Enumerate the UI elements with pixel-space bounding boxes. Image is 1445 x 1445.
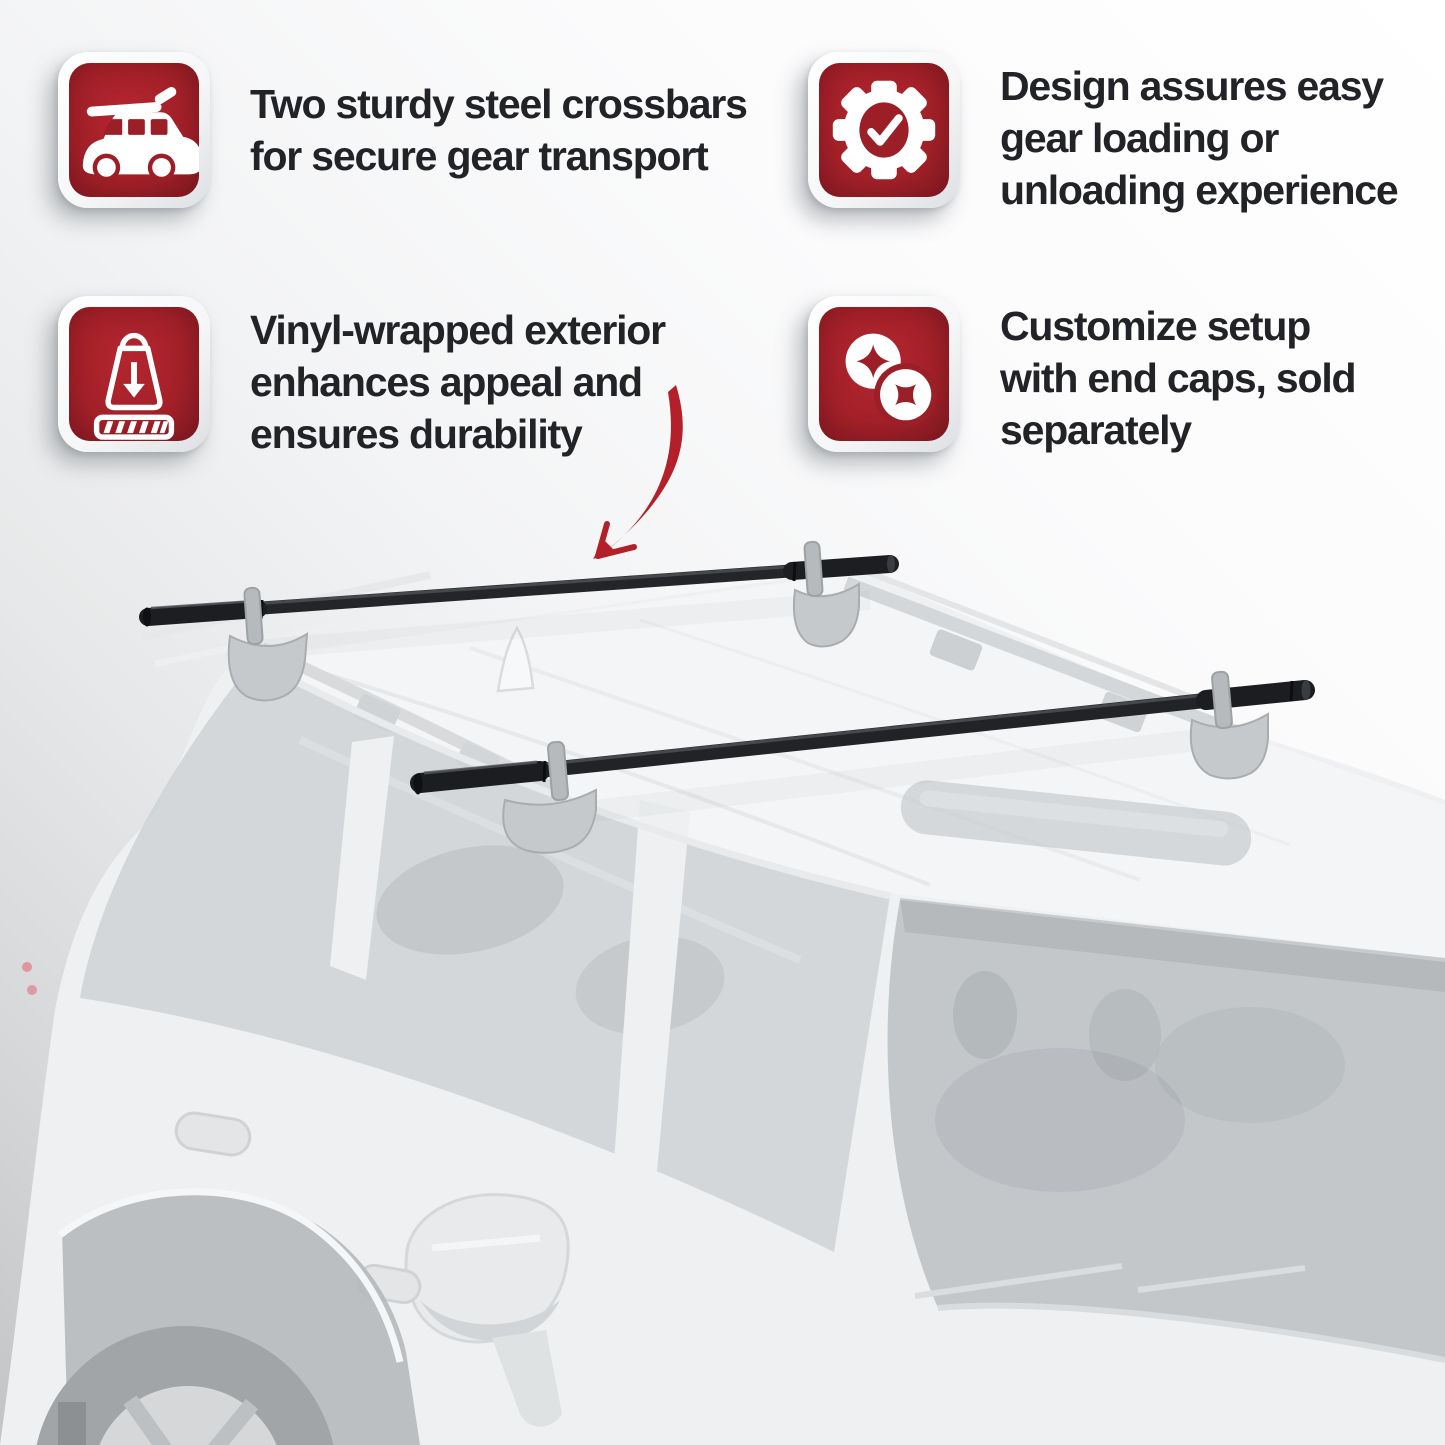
gear-check-icon [832, 80, 936, 180]
cowl-line [937, 1302, 1445, 1363]
annotation-arrow [593, 385, 683, 559]
end-sleeve [139, 600, 267, 626]
c-pillar [330, 736, 394, 980]
feature-line: ensures durability [250, 411, 583, 457]
crossbar-tube [141, 557, 897, 623]
shark-fin-antenna [496, 625, 535, 693]
mount-strap [1211, 670, 1233, 730]
crossbar-tube [412, 682, 1313, 791]
feature-icon-tile [808, 52, 960, 208]
crossbar-mount-foot [227, 632, 309, 702]
feature-text: Two sturdy steel crossbars for secure ge… [250, 78, 748, 234]
mount-strap [803, 540, 824, 598]
side-windows [80, 656, 891, 1252]
rear-crossbar [139, 540, 899, 702]
car-roof-rack-icon [82, 86, 199, 182]
end-cap [143, 607, 151, 627]
feature-line: Design assures easy [1000, 63, 1384, 109]
star-cross [895, 384, 917, 406]
fender-arch [57, 1188, 404, 1363]
wiper [1137, 1265, 1306, 1293]
screw-end-caps-icon [845, 333, 938, 427]
rear-wheel [36, 1188, 420, 1445]
feature-line: Two sturdy steel crossbars [250, 81, 748, 127]
feature-icon-tile [58, 296, 210, 452]
windshield [887, 898, 1445, 1363]
feature-line: enhances appeal and [250, 359, 643, 405]
feature-line: gear loading or [1000, 115, 1279, 161]
end-cap [413, 773, 423, 795]
feature-text: Design assures easy gear loading or unlo… [1000, 60, 1399, 216]
feature-line: unloading experience [1000, 167, 1399, 213]
checkmark [867, 114, 903, 146]
crossbar-mount-foot [1189, 712, 1269, 780]
feature-line: Customize setup [1000, 303, 1311, 349]
wiper [914, 1263, 1123, 1299]
feature-text: Vinyl-wrapped exterior enhances appeal a… [250, 304, 666, 460]
feature-line [250, 182, 747, 234]
taillight-dots [22, 962, 37, 995]
rocker-trim [58, 1402, 86, 1445]
feature-line: for secure gear transport [250, 133, 709, 179]
weight-capacity-icon [93, 332, 175, 440]
tire [36, 1326, 334, 1445]
hatch-marks [103, 421, 169, 434]
feature-line: separately [1000, 407, 1192, 453]
end-sleeve [410, 761, 550, 793]
feature-line: Vinyl-wrapped exterior [250, 307, 666, 353]
feature-icon-tile [808, 296, 960, 452]
end-cap [887, 555, 895, 573]
front-crossbar [410, 670, 1315, 854]
end-cap [1301, 680, 1311, 700]
mount-strap [243, 586, 264, 646]
crossbar-mount-foot [502, 788, 597, 854]
side-mirror [404, 1193, 570, 1427]
feature-text: Customize setup with end caps, sold sepa… [1000, 300, 1357, 456]
b-pillar [614, 800, 690, 1182]
phillips-cross [856, 344, 890, 378]
feature-icon-tile [58, 52, 210, 208]
crossbar-mount-foot [792, 582, 860, 648]
feature-line: with end caps, sold [1000, 355, 1357, 401]
mount-strap [547, 740, 569, 802]
